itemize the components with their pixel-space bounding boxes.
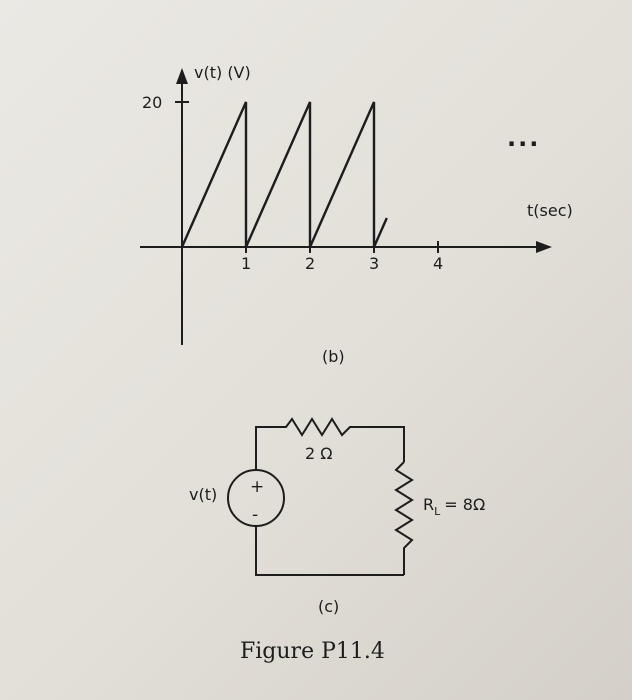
wire-bottom xyxy=(255,527,404,576)
y-tick-label-20: 20 xyxy=(142,93,162,112)
subfigure-label-c: (c) xyxy=(318,597,339,616)
source-plus: + xyxy=(250,477,264,497)
load-resistor xyxy=(394,461,414,575)
x-tick-label-4: 4 xyxy=(433,254,443,273)
y-axis-arrow xyxy=(176,68,188,84)
circuit-diagram: 2 Ω + - v(t) RL= 8Ω (c) xyxy=(189,417,485,616)
source-label: v(t) xyxy=(189,485,217,504)
x-axis-arrow xyxy=(536,241,552,253)
waveform-graph: v(t) (V) t(sec) 20 1 2 3 4 ... (b) xyxy=(140,63,573,366)
figure-caption: Figure P11.4 xyxy=(240,639,385,664)
source-minus: - xyxy=(252,505,258,525)
x-tick-label-1: 1 xyxy=(241,254,251,273)
series-resistor-label: 2 Ω xyxy=(305,444,333,463)
wire-top xyxy=(255,417,405,470)
x-tick-label-3: 3 xyxy=(369,254,379,273)
continuation-dots: ... xyxy=(507,124,540,152)
load-resistor-label: RL= 8Ω xyxy=(423,495,485,518)
voltage-source xyxy=(227,469,285,527)
subfigure-label-b: (b) xyxy=(322,347,345,366)
x-ticks: 1 2 3 4 xyxy=(241,241,443,273)
y-axis-label: v(t) (V) xyxy=(194,63,251,82)
x-tick-label-2: 2 xyxy=(305,254,315,273)
x-axis-label: t(sec) xyxy=(527,201,573,220)
sawtooth-waveform xyxy=(180,101,388,248)
